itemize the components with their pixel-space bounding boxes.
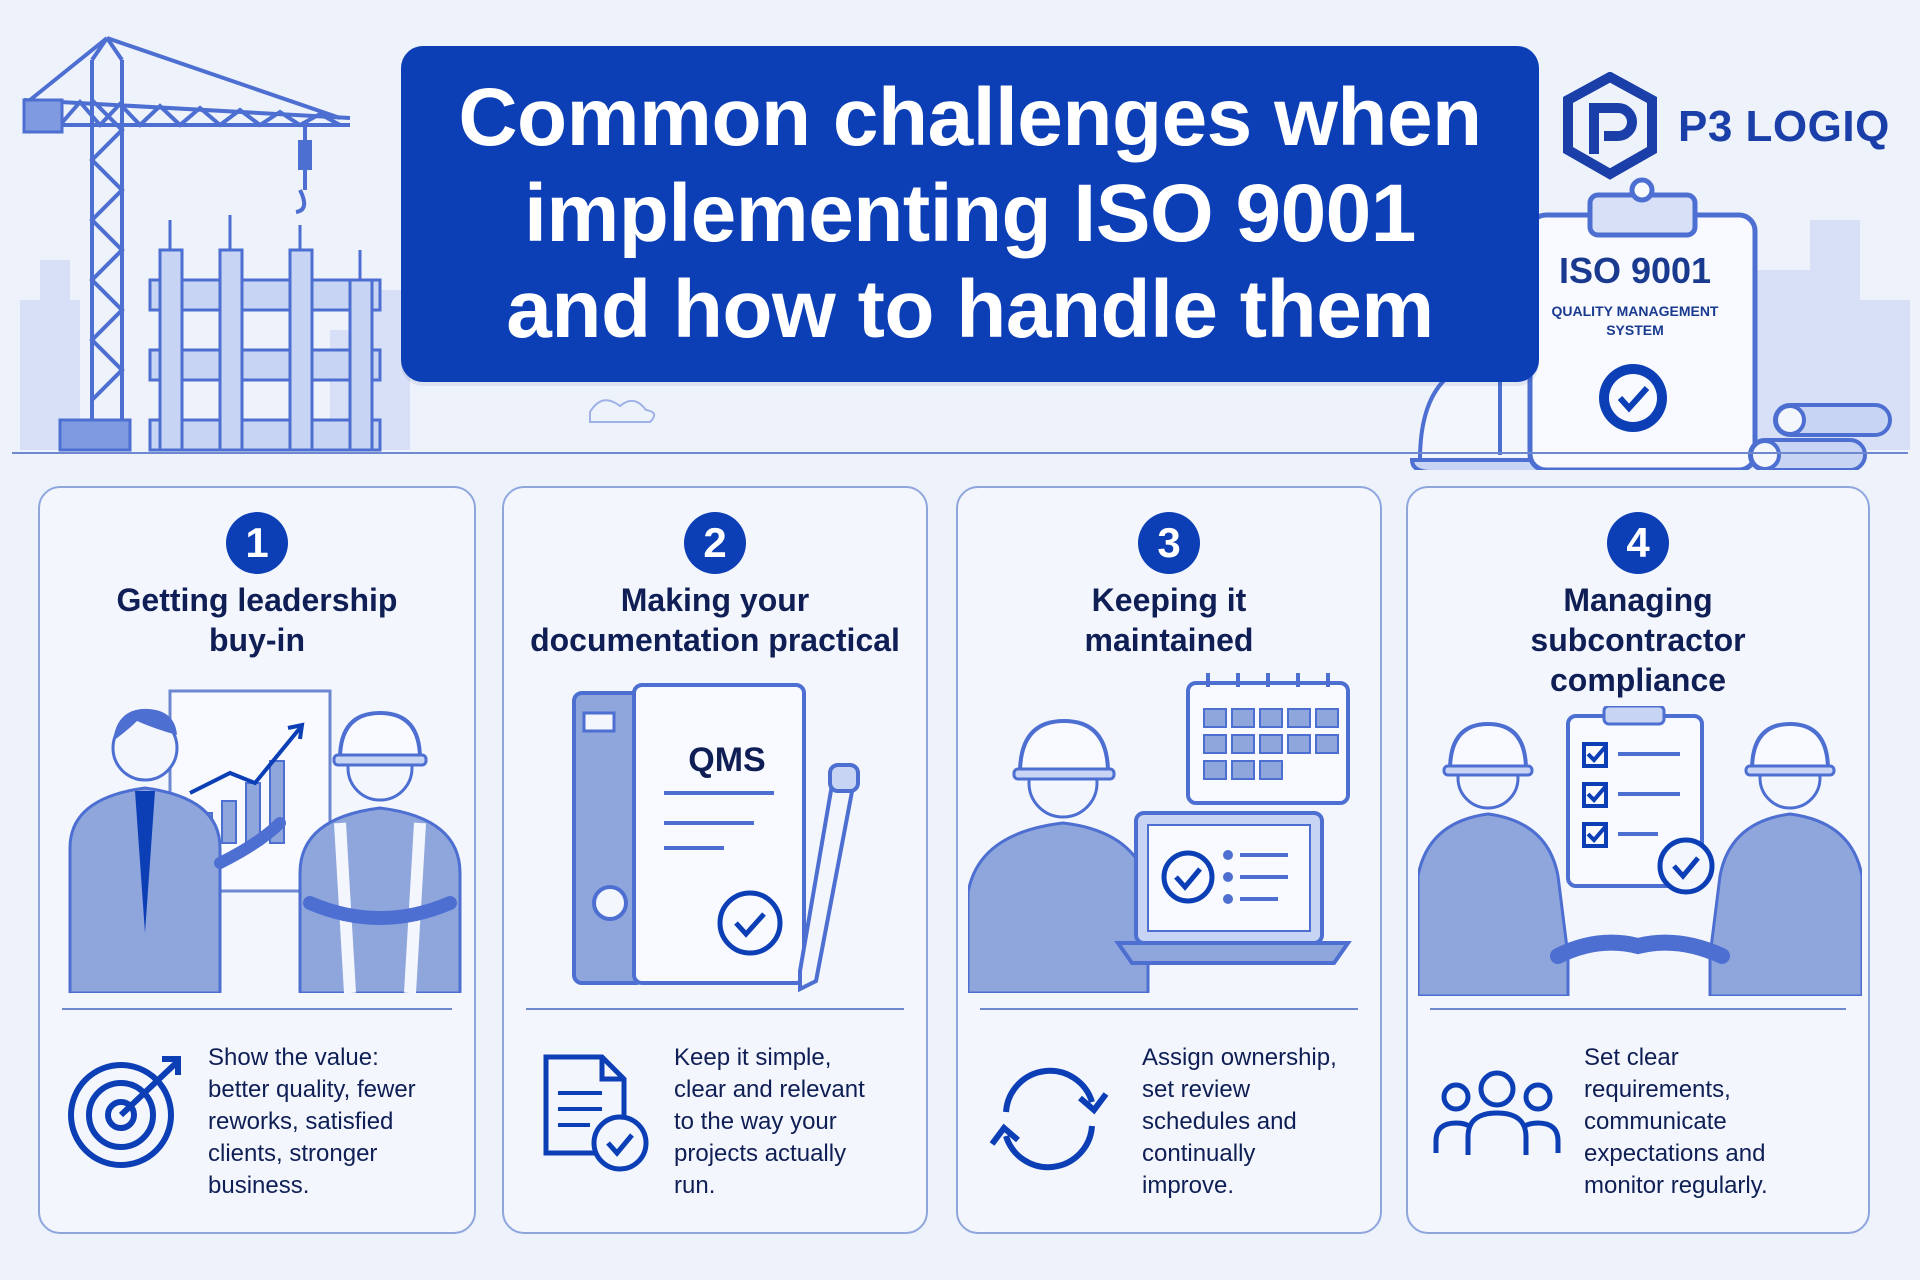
card-divider — [980, 1008, 1358, 1010]
card-leadership-buy-in: 1 Getting leadership buy-in — [38, 486, 476, 1234]
leader-and-worker-illustration — [68, 689, 462, 993]
card-divider — [62, 1008, 452, 1010]
clipboard-subtitle-line: QUALITY MANAGEMENT — [1551, 303, 1719, 319]
page-title-line-1: Common challenges when — [458, 72, 1482, 163]
refresh-cycle-icon — [989, 1067, 1109, 1171]
card-tip: Assign ownership, set review schedules a… — [1142, 1042, 1337, 1202]
card-title: Managing subcontractor compliance — [1418, 580, 1858, 700]
company-logo: P3 LOGIQ — [1560, 72, 1900, 182]
card-divider — [1430, 1008, 1846, 1010]
clipboard-title: ISO 9001 — [1558, 250, 1712, 291]
card-number-badge: 2 — [684, 512, 746, 574]
card-tip-line: expectations and — [1584, 1140, 1766, 1167]
card-tip: Show the value: better quality, fewer re… — [208, 1042, 416, 1202]
card-tip-line: to the way your — [674, 1108, 837, 1135]
card-tip-line: Set clear — [1584, 1044, 1679, 1071]
card-tip-line: requirements, — [1584, 1076, 1731, 1103]
card-title-line: maintained — [1084, 622, 1254, 658]
page-title-line-2: implementing ISO 9001 — [524, 168, 1416, 259]
card-tip-line: clients, stronger — [208, 1140, 378, 1167]
card-tip-line: Show the value: — [208, 1044, 379, 1071]
logo-text: P3 LOGIQ — [1678, 102, 1890, 151]
card-title-line: buy-in — [209, 622, 305, 658]
team-icon — [1433, 1070, 1561, 1155]
card-tip-line: Assign ownership, — [1142, 1044, 1337, 1071]
card-title-line: Keeping it — [1091, 582, 1247, 618]
card-tip-line: better quality, fewer — [208, 1076, 416, 1103]
document-check-icon — [543, 1054, 649, 1172]
card-number-badge: 1 — [226, 512, 288, 574]
card-title-line: compliance — [1549, 662, 1727, 698]
card-tip-line: run. — [674, 1172, 716, 1199]
card-subcontractor-compliance: 4 Managing subcontractor compliance — [1406, 486, 1870, 1234]
card-title-line: Getting leadership — [116, 582, 398, 618]
binder-label: QMS — [688, 741, 766, 779]
card-title-line: documentation practical — [530, 622, 900, 658]
card-title-line: subcontractor — [1530, 622, 1746, 658]
logo-mark-icon — [1563, 72, 1657, 180]
card-tip-line: Keep it simple, — [674, 1044, 832, 1071]
card-tip-line: set review — [1142, 1076, 1251, 1103]
title-banner: Common challenges when implementing ISO … — [401, 46, 1539, 382]
clipboard-subtitle: QUALITY MANAGEMENT SYSTEM — [1540, 302, 1730, 340]
card-title-line: Making your — [620, 582, 810, 618]
worker-laptop-calendar-illustration — [968, 673, 1352, 993]
card-tip-line: improve. — [1142, 1172, 1235, 1199]
card-tip-line: continually — [1142, 1140, 1256, 1167]
card-number-badge: 4 — [1607, 512, 1669, 574]
card-tip-line: clear and relevant — [674, 1076, 865, 1103]
card-tip-line: projects actually — [674, 1140, 847, 1167]
card-tip-line: monitor regularly. — [1584, 1172, 1768, 1199]
card-title: Making your documentation practical — [514, 580, 916, 660]
qms-binder-illustration — [572, 683, 860, 993]
card-number-badge: 3 — [1138, 512, 1200, 574]
card-tip: Set clear requirements, communicate expe… — [1584, 1042, 1768, 1202]
card-title-line: Managing — [1563, 582, 1713, 618]
card-tip-line: schedules and — [1142, 1108, 1297, 1135]
badge-check-icon — [1599, 364, 1667, 432]
card-tip-line: business. — [208, 1172, 310, 1199]
card-title: Getting leadership buy-in — [50, 580, 464, 660]
card-tip-line: communicate — [1584, 1108, 1727, 1135]
page-title-line-3: and how to handle them — [506, 264, 1434, 355]
clipboard-subtitle-line: SYSTEM — [1606, 322, 1664, 338]
card-keeping-maintained: 3 Keeping it maintained — [956, 486, 1382, 1234]
card-tip-line: reworks, satisfied — [208, 1108, 394, 1135]
card-divider — [526, 1008, 904, 1010]
target-icon — [68, 1056, 181, 1168]
ground-line — [12, 452, 1908, 454]
handshake-illustration — [1418, 706, 1862, 996]
card-documentation-practical: 2 Making your documentation practical QM… — [502, 486, 928, 1234]
card-title: Keeping it maintained — [968, 580, 1370, 660]
card-tip: Keep it simple, clear and relevant to th… — [674, 1042, 865, 1202]
